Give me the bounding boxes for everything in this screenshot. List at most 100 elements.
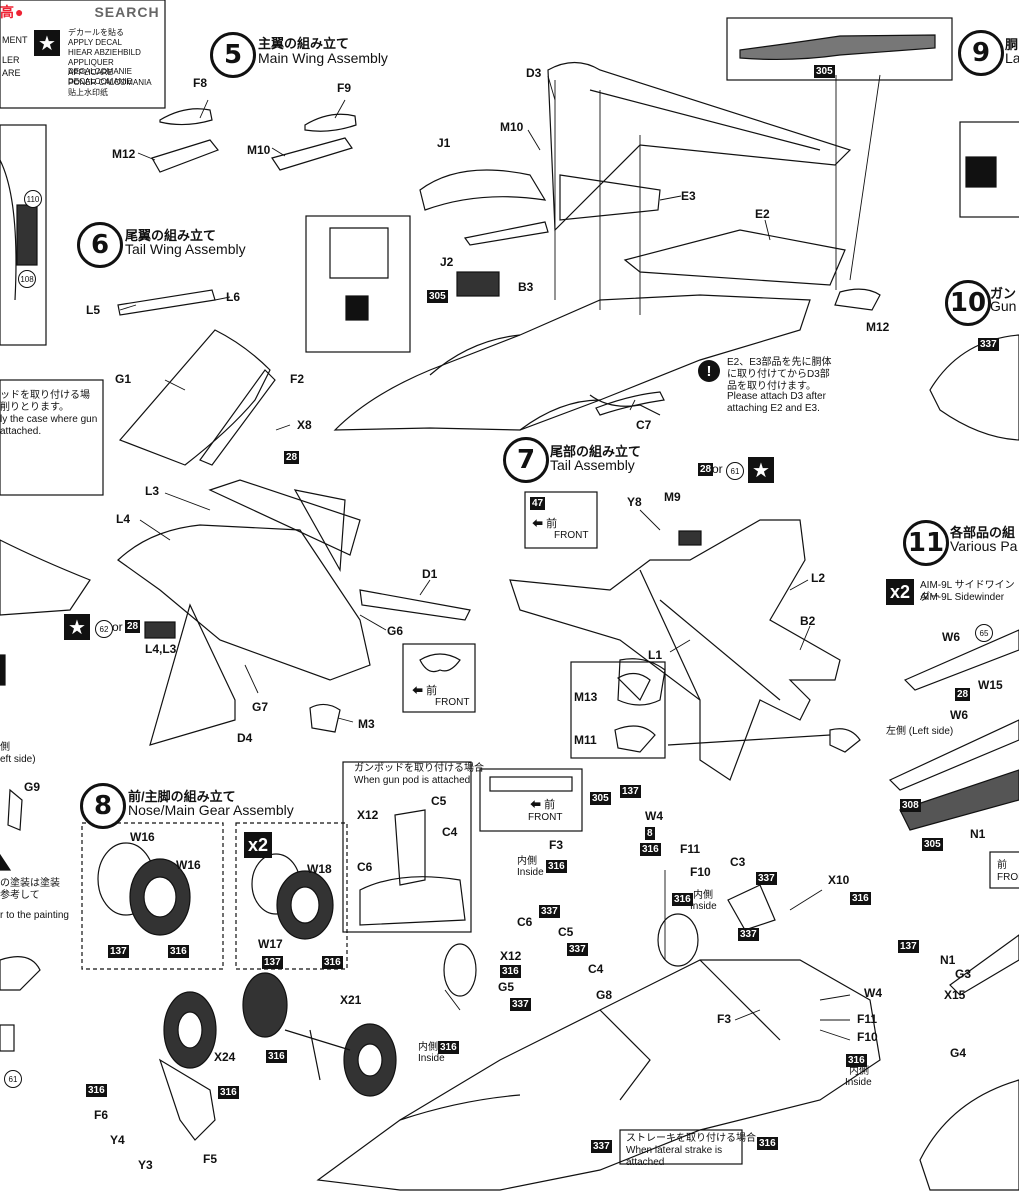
strake-jp: ストレーキを取り付ける場合 bbox=[626, 1133, 756, 1144]
paint-left-jp2: 参考して bbox=[0, 890, 40, 901]
part-label-l1: L1 bbox=[648, 648, 663, 662]
step-7-title-en: Tail Assembly bbox=[550, 457, 635, 473]
decal-62-marker: 62 bbox=[95, 620, 113, 638]
inside-en-d: Inside bbox=[845, 1077, 872, 1088]
inside-en-b: Inside bbox=[690, 901, 717, 912]
left-side-frag2: eft side) bbox=[0, 754, 36, 765]
paint-code-305b: 305 bbox=[427, 290, 448, 303]
part-label-c5b: C5 bbox=[558, 925, 574, 939]
legend-line-5: HIEAR ABZIEHBILD bbox=[68, 48, 141, 57]
part-label-g3: G3 bbox=[955, 967, 972, 981]
part-label-n1a: N1 bbox=[970, 827, 986, 841]
part-label-m10: M10 bbox=[247, 143, 271, 157]
part-label-w15: W15 bbox=[978, 678, 1003, 692]
part-label-c4b: C4 bbox=[588, 962, 604, 976]
inside-jp-d: 内側 bbox=[849, 1066, 869, 1077]
legend-line-0: MENT bbox=[2, 35, 28, 45]
paint-code-137b: 137 bbox=[262, 956, 283, 969]
part-label-w6b: W6 bbox=[950, 708, 968, 722]
decal-star-icon-6: ★ bbox=[64, 614, 90, 640]
paint-code-308: 308 bbox=[900, 799, 921, 812]
front-en-8: FRONT bbox=[528, 812, 563, 823]
part-label-g5: G5 bbox=[498, 980, 515, 994]
watermark-logo: 高● bbox=[0, 4, 25, 20]
paint-code-337c: 337 bbox=[738, 928, 759, 941]
part-label-c3: C3 bbox=[730, 855, 746, 869]
decal-110-marker: 110 bbox=[24, 190, 42, 208]
caution-icon: ! bbox=[698, 360, 720, 382]
part-label-w16b: W16 bbox=[176, 858, 201, 872]
paint-code-137d: 137 bbox=[898, 940, 919, 953]
paint-code-337d: 337 bbox=[539, 905, 560, 918]
or-text-6: or bbox=[112, 620, 123, 634]
legend-line-9: 贴上水印纸 bbox=[68, 88, 108, 97]
part-label-g4: G4 bbox=[950, 1046, 967, 1060]
step-8-badge: 8 bbox=[80, 783, 126, 829]
gunpod-en: When gun pod is attached bbox=[354, 775, 471, 786]
paint-code-8: 8 bbox=[645, 827, 655, 840]
step-9-badge: 9 bbox=[958, 30, 1004, 76]
legend-line-1: LER bbox=[2, 55, 20, 65]
paint-code-305c: 305 bbox=[922, 838, 943, 851]
part-label-x24: X24 bbox=[214, 1050, 236, 1064]
inside-jp-c: 内側 bbox=[418, 1042, 438, 1053]
paint-code-316a: 316 bbox=[168, 945, 189, 958]
paint-code-316e: 316 bbox=[218, 1086, 239, 1099]
paint-code-137c: 137 bbox=[620, 785, 641, 798]
step-9-title-jp: 胴 bbox=[1005, 37, 1019, 52]
paint-code-47: 47 bbox=[530, 497, 546, 510]
part-label-f6: F6 bbox=[94, 1108, 109, 1122]
part-label-d1: D1 bbox=[422, 567, 438, 581]
part-label-f9: F9 bbox=[337, 81, 352, 95]
part-label-g7: G7 bbox=[252, 700, 269, 714]
e2e3-note-en: Please attach D3 after attaching E2 and … bbox=[727, 391, 826, 414]
part-label-x21: X21 bbox=[340, 993, 362, 1007]
legend-line-2: ARE bbox=[2, 68, 21, 78]
or-text-7: or bbox=[712, 462, 723, 476]
part-label-x12b: X12 bbox=[500, 949, 522, 963]
part-label-f10b: F10 bbox=[857, 1030, 878, 1044]
step-10-badge: 10 bbox=[945, 280, 991, 326]
part-label-l5: L5 bbox=[86, 303, 101, 317]
part-label-w17: W17 bbox=[258, 937, 283, 951]
step-6-title-jp: 尾翼の組み立て bbox=[125, 228, 217, 243]
part-label-b2: B2 bbox=[800, 614, 816, 628]
part-label-g8: G8 bbox=[596, 988, 613, 1002]
part-label-c7: C7 bbox=[636, 418, 652, 432]
step-11-title-jp: 各部品の組 bbox=[950, 525, 1016, 540]
front-en-11: FRONT bbox=[997, 872, 1019, 883]
strake-en: When lateral strake is attached bbox=[626, 1145, 723, 1168]
legend-line-4: APPLY DECAL bbox=[68, 38, 122, 47]
front-arrow-6: ⬅ 前 bbox=[412, 685, 438, 697]
paint-code-316c: 316 bbox=[266, 1050, 287, 1063]
part-label-f5: F5 bbox=[203, 1152, 218, 1166]
decal-61-marker-left: 61 bbox=[4, 1070, 22, 1088]
part-label-g1: G1 bbox=[115, 372, 132, 386]
step-5-title-jp: 主翼の組み立て bbox=[258, 36, 350, 51]
part-label-j2: J2 bbox=[440, 255, 454, 269]
inside-en-c: Inside bbox=[418, 1053, 445, 1064]
inside-en-a: Inside bbox=[517, 867, 544, 878]
aim9-en: AIM-9L Sidewinder bbox=[920, 592, 1005, 603]
part-label-x12a: X12 bbox=[357, 808, 379, 822]
paint-code-316l: 316 bbox=[846, 1054, 867, 1067]
part-label-y8: Y8 bbox=[627, 495, 642, 509]
gun-left-jp1: ッドを取り付ける場 bbox=[0, 390, 90, 401]
paint-code-337f: 337 bbox=[510, 998, 531, 1011]
part-label-x15: X15 bbox=[944, 988, 966, 1002]
qty-x2-11: x2 bbox=[886, 579, 914, 605]
step-9-title-en: La bbox=[1005, 50, 1019, 66]
part-label-m10b: M10 bbox=[500, 120, 524, 134]
front-arrow-7: ⬅ 前 bbox=[532, 518, 558, 530]
part-label-l4: L4 bbox=[116, 512, 131, 526]
step-5-title-en: Main Wing Assembly bbox=[258, 50, 388, 66]
step-8-title-jp: 前/主脚の組み立て bbox=[128, 789, 236, 804]
paint-code-305a: 305 bbox=[814, 65, 835, 78]
paint-code-337g: 337 bbox=[591, 1140, 612, 1153]
paint-code-316d: 316 bbox=[86, 1084, 107, 1097]
part-label-e3: E3 bbox=[681, 189, 696, 203]
part-label-c6b: C6 bbox=[517, 915, 533, 929]
part-label-f8: F8 bbox=[193, 76, 208, 90]
